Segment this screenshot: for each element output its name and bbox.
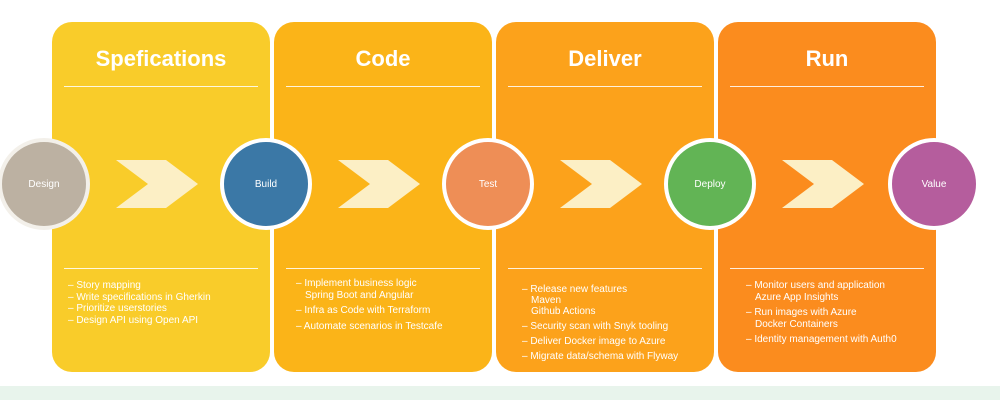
list-item: – Story mapping [68,280,141,291]
chevron-arrow-icon [116,160,198,208]
list-item: – Implement business logic [296,278,417,289]
list-item: – Monitor users and application [746,280,885,291]
divider [730,86,924,87]
bottom-band [0,386,1000,400]
chevron-arrow-icon [782,160,864,208]
stage-activity-list: – Implement business logic Spring Boot a… [296,278,514,332]
divider [508,268,702,269]
list-item: – Security scan with Snyk tooling [522,321,669,332]
chevron-arrow-icon [560,160,642,208]
list-item: – Deliver Docker image to Azure [522,336,666,347]
divider [286,268,480,269]
list-item: – Write specifications in Gherkin [68,291,211,303]
list-item: Azure App Insights [755,291,839,303]
chevron-arrow-icon [338,160,420,208]
list-item: Maven [531,295,562,306]
list-item: – Prioritize userstories [68,303,167,314]
node-label: Deploy [694,178,726,190]
stage-title: Code [355,46,411,71]
divider [730,268,924,269]
list-item: – Release new features [522,284,628,295]
divider [286,86,480,87]
divider [64,86,258,87]
node-label: Design [28,178,60,190]
divider [508,86,702,87]
list-item: Github Actions [531,306,596,317]
list-item: – Design API using Open API [68,314,199,326]
list-item: Docker Containers [755,318,838,330]
stage-activity-list: – Monitor users and application Azure Ap… [746,280,964,346]
value-node: Value [888,138,980,230]
stage-activity-list: – Release new features Maven Github Acti… [522,284,740,362]
list-item: – Automate scenarios in Testcafe [296,320,443,332]
list-item: – Migrate data/schema with Flyway [522,351,679,362]
node-label: Test [478,178,498,190]
test-node: Test [442,138,534,230]
node-label: Build [254,178,278,190]
list-item: Spring Boot and Angular [305,289,414,301]
list-item: – Infra as Code with Terraform [296,305,431,316]
stage-title: Spefications [95,46,227,71]
list-item: – Run images with Azure [746,307,857,318]
deploy-node: Deploy [664,138,756,230]
stage-activity-list: – Story mapping – Write specifications i… [68,280,286,326]
stage-title: Run [805,46,849,71]
build-node: Build [220,138,312,230]
node-label: Value [921,178,947,190]
design-node: Design [0,138,90,230]
stage-title: Deliver [568,46,642,71]
divider [64,268,258,269]
list-item: – Identity management with Auth0 [746,334,897,345]
